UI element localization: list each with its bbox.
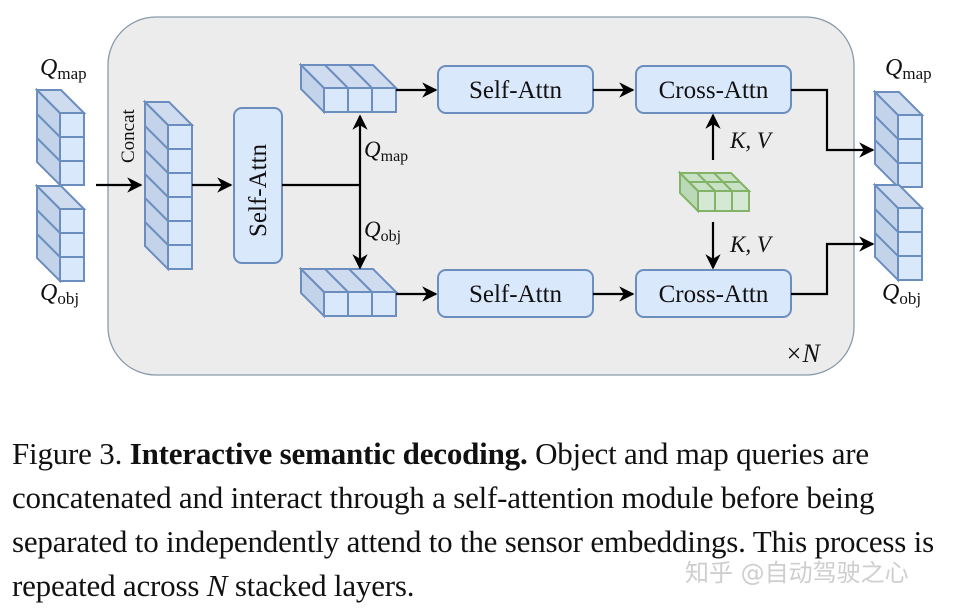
query-cell (897, 138, 923, 164)
query-cell (897, 114, 923, 140)
query-cell (59, 160, 85, 186)
output-q-map-label: Qmap (885, 55, 932, 83)
concat-stack (142, 99, 195, 272)
query-cell (897, 255, 923, 281)
query-cell (347, 87, 373, 113)
kv-bottom-label: K, V (729, 232, 774, 257)
caption-var-n: N (206, 568, 228, 603)
query-cell (59, 256, 85, 282)
query-cell (59, 232, 85, 258)
caption-label: Figure 3. (12, 436, 123, 471)
query-cell (371, 87, 397, 113)
input-q-obj-label: Qobj (40, 280, 79, 308)
query-cell (167, 220, 193, 246)
query-cell (371, 291, 397, 317)
decoder-diagram: ×N Qmap Qobj Concat Self-Attn Qmap Qobj … (34, 16, 932, 376)
caption-text: Object and map queries are concatenated … (12, 436, 934, 603)
caption-title: Interactive semantic decoding. (129, 436, 528, 471)
arrow-to-output-obj (791, 236, 875, 296)
query-cell (167, 172, 193, 198)
branch-q-map-stack (298, 62, 399, 115)
branch-q-obj-label: Qobj (364, 217, 401, 245)
concat-label: Concat (118, 108, 139, 163)
query-cell (897, 207, 923, 233)
figure-caption: Figure 3. Interactive semantic decoding.… (12, 432, 962, 608)
query-cell (167, 148, 193, 174)
query-cell (59, 208, 85, 234)
bottom-self-attn-label: Self-Attn (469, 281, 563, 308)
bottom-cross-attn-label: Cross-Attn (659, 281, 769, 308)
output-q-obj-stack (872, 182, 925, 283)
top-cross-attn-label: Cross-Attn (659, 77, 769, 104)
query-cell (323, 291, 349, 317)
top-self-attn-label: Self-Attn (469, 77, 563, 104)
query-cell (347, 291, 373, 317)
query-cell (167, 124, 193, 150)
watermark: 知乎 @自动驾驶之心 (685, 559, 909, 587)
caption-text-end: stacked layers. (234, 568, 415, 603)
sensor-embeddings (677, 170, 752, 214)
branch-q-map-label: Qmap (364, 137, 408, 165)
input-q-map-stack (34, 87, 87, 188)
output-q-map-stack (872, 89, 925, 190)
input-q-obj-stack (34, 183, 87, 284)
query-cell (897, 162, 923, 188)
kv-top-label: K, V (729, 128, 774, 153)
sensor-cell (697, 190, 716, 212)
output-q-obj-label: Qobj (882, 280, 921, 308)
repeat-label: ×N (785, 339, 822, 368)
query-cell (167, 196, 193, 222)
arrow-to-output-map (791, 88, 875, 158)
query-cell (59, 136, 85, 162)
query-cell (897, 231, 923, 257)
query-cell (323, 87, 349, 113)
branch-q-obj-stack (298, 266, 399, 319)
query-cell (167, 244, 193, 270)
sensor-cell (714, 190, 733, 212)
sensor-cell (731, 190, 750, 212)
input-q-map-label: Qmap (40, 55, 87, 83)
joint-self-attn-label: Self-Attn (245, 143, 272, 237)
query-cell (59, 112, 85, 138)
